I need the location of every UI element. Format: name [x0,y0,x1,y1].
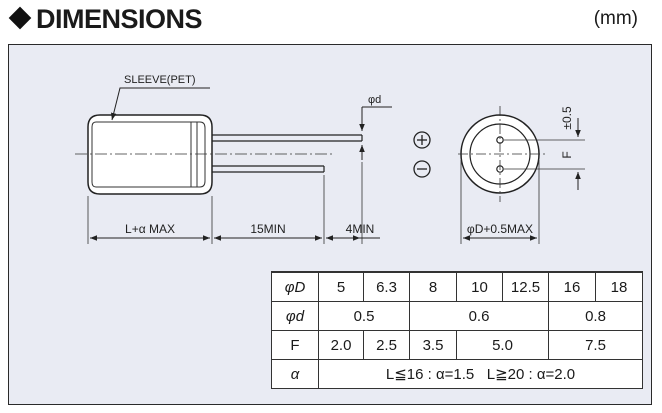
table-cell: 3.5 [409,330,457,360]
table-cell: 8 [409,271,457,302]
minus-polarity-icon [413,160,431,178]
capacitor-leads [212,134,363,173]
pitch-tolerance-label: ±0.5 [560,106,574,130]
table-cell: 5 [318,271,364,302]
sleeve-label: SLEEVE(PET) [124,74,196,86]
table-header-lead-diameter: φd [271,301,319,331]
table-header-pitch: F [271,330,319,360]
table-cell: 0.8 [548,301,643,331]
lead-length-label: 15MIN [250,222,285,236]
table-cell: 10 [456,271,503,302]
table-cell: 0.5 [318,301,410,331]
table-cell: 12.5 [502,271,549,302]
unit-label: (mm) [593,8,638,29]
pitch-label: F [560,151,574,158]
diameter-dimension-label: φD+0.5MAX [467,222,533,236]
diameter-extension-lines [460,160,540,244]
lead-diameter-marker [359,106,392,160]
table-cell: 7.5 [548,330,643,360]
table-row-pitch: F 2.0 2.5 3.5 5.0 7.5 [271,330,643,360]
extension-lines [87,162,363,244]
table-header-diameter: φD [271,271,319,302]
pitch-extension-lines [504,139,585,170]
table-row-diameter: φD 5 6.3 8 10 12.5 16 18 [271,271,643,302]
table-cell: 2.5 [363,330,410,360]
table-cell: 0.6 [409,301,549,331]
table-row-alpha: α L≦16 : α=1.5 L≧20 : α=2.0 [271,359,643,389]
length-dimension-label: L+α MAX [125,222,175,236]
lead-diameter-label: φd [368,94,381,106]
capacitor-body [87,114,213,195]
plus-polarity-icon [413,131,431,149]
table-cell: 5.0 [456,330,549,360]
title-text: DIMENSIONS [36,4,203,34]
table-cell: 16 [548,271,596,302]
table-cell: L≦16 : α=1.5 L≧20 : α=2.0 [318,359,643,389]
table-row-lead-diameter: φd 0.5 0.6 0.8 [271,301,643,331]
dimension-table: φD 5 6.3 8 10 12.5 16 18 φd 0.5 0.6 0.8 … [271,271,643,389]
table-cell: 2.0 [318,330,364,360]
short-lead-label: 4MIN [346,222,375,236]
table-cell: 6.3 [363,271,410,302]
page-title: DIMENSIONS [8,4,203,35]
table-cell: 18 [595,271,643,302]
capacitor-end-view [458,106,545,202]
sleeve-leader-line [110,87,210,121]
table-header-alpha: α [271,359,319,389]
